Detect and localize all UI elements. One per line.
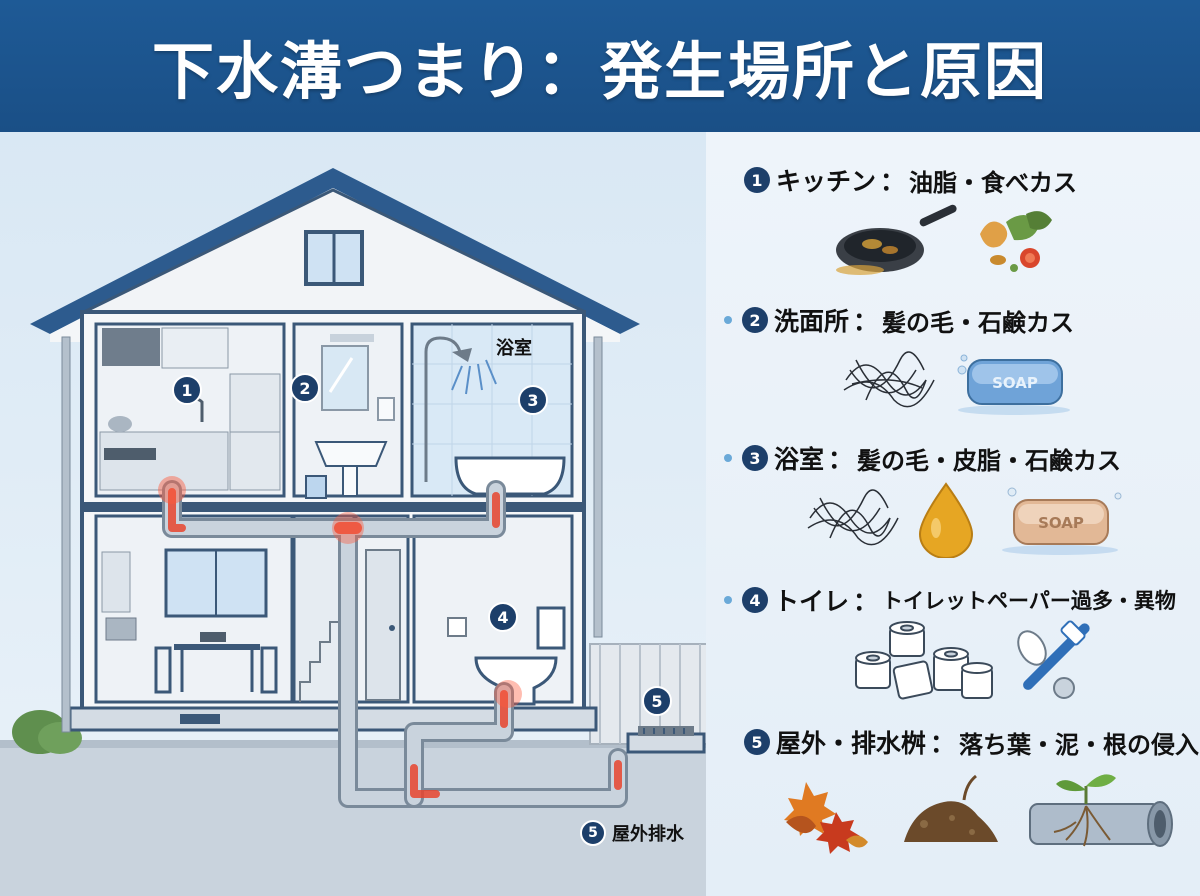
mirror-icon (321, 345, 369, 411)
cause-2-icons: SOAP (843, 351, 1070, 415)
leaves-icon (784, 782, 868, 854)
bathroom-label: 浴室 (496, 338, 532, 359)
cause-5-icons (784, 774, 1173, 854)
marker-toilet: 4 (488, 602, 518, 632)
cup-icon (305, 475, 327, 499)
cause-1-icons (836, 204, 1052, 275)
dining-room (94, 514, 294, 704)
root-pipe-icon (1029, 774, 1173, 847)
hair-icon (843, 351, 935, 408)
cause-3-reason: 髪の毛・皮脂・石鹸カス (857, 446, 1122, 475)
clog-lower (410, 764, 440, 798)
cause-4-icons (855, 620, 1090, 700)
soap-label: SOAP (992, 374, 1038, 392)
cause-5-title: 5 屋外・排水桝 ： 落ち葉・泥・根の侵入 (744, 724, 1199, 760)
cause-2-reason: 髪の毛・石鹸カス (882, 308, 1075, 337)
clog-kitchen (168, 488, 186, 532)
outdoor-drain-text: 屋外排水 (612, 824, 684, 845)
hair-icon (807, 489, 899, 546)
bathtub-icon (454, 456, 566, 496)
cause-4-separator: ： (853, 587, 879, 616)
pot-icon (108, 416, 132, 432)
cause-1-reason: 油脂・食べカス (909, 168, 1078, 197)
frying-pan-icon (836, 204, 957, 275)
cause-3-separator: ： (828, 445, 854, 474)
right-downspout (593, 336, 603, 638)
cause-1-title: 1 キッチン ： 油脂・食べカス (744, 162, 1077, 198)
marker-kitchen: 1 (172, 375, 202, 405)
cause-3-num: 3 (742, 445, 768, 471)
marker-bathroom: 3 (518, 385, 548, 415)
washroom-room (292, 322, 404, 499)
cause-2-separator: ： (853, 307, 879, 336)
cause-3-bullet (724, 454, 732, 462)
cause-1-place: キッチン (776, 167, 877, 196)
cause-2-title: 2 洗面所 ： 髪の毛・石鹸カス (724, 302, 1074, 338)
cause-3-icons: SOAP (807, 482, 1122, 558)
cause-4-bullet (724, 596, 732, 604)
cause-2-bullet (724, 316, 732, 324)
outdoor-catch-basin (626, 726, 706, 754)
sink-icon (314, 441, 388, 467)
mud-icon (904, 774, 998, 842)
shower-icon (424, 336, 462, 482)
cause-4-reason: トイレットペーパー過多・異物 (882, 589, 1176, 613)
cause-4-title: 4 トイレ ： トイレットペーパー過多・異物 (724, 582, 1176, 618)
cause-3-place: 浴室 (774, 445, 825, 474)
soap-icon: SOAP (1002, 487, 1122, 555)
toothbrush-icon (1017, 620, 1090, 699)
microwave-icon (105, 617, 137, 641)
cause-5-num: 5 (744, 729, 770, 755)
cause-3-title: 3 浴室 ： 髪の毛・皮脂・石鹸カス (724, 440, 1121, 476)
cause-1-separator: ： (880, 167, 906, 196)
house-cutaway-diagram (0, 168, 706, 896)
cause-4-num: 4 (742, 587, 768, 613)
marker-washroom: 2 (290, 373, 320, 403)
cause-1-num: 1 (744, 167, 770, 193)
cause-5-separator: ： (930, 729, 956, 758)
towel-icon (377, 397, 395, 421)
outdoor-drain-label: 5 屋外排水 (580, 820, 684, 846)
cause-2-place: 洗面所 (774, 307, 850, 336)
soap-icon: SOAP (957, 354, 1070, 415)
oil-drop-icon (918, 482, 974, 558)
dining-table-icon (174, 644, 260, 650)
soap-label: SOAP (1038, 514, 1084, 532)
outdoor-drain-num: 5 (580, 820, 606, 846)
cause-5-place: 屋外・排水桝 (776, 729, 927, 758)
page-title: 下水溝つまり：発生場所と原因 (151, 35, 1048, 108)
cause-2-num: 2 (742, 307, 768, 333)
cause-5-reason: 落ち葉・泥・根の侵入 (959, 730, 1200, 759)
foundation (68, 706, 598, 732)
marker-outdoor: 5 (642, 686, 672, 716)
hall-door (354, 514, 410, 704)
paper-holder-icon (447, 617, 467, 637)
cause-4-place: トイレ (774, 587, 850, 616)
food-scraps-icon (980, 211, 1052, 272)
toilet-paper-icon (855, 621, 993, 700)
left-downspout (61, 336, 71, 733)
title-banner: 下水溝つまり：発生場所と原因 (0, 0, 1200, 132)
bathroom-room (410, 322, 574, 498)
kitchen-room (94, 322, 286, 498)
toilet-icon (536, 606, 566, 650)
drain-pipes (162, 480, 628, 808)
